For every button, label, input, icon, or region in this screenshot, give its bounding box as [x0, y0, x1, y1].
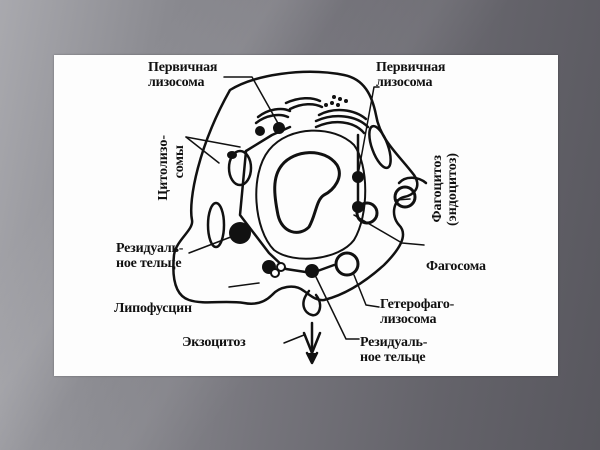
- label-exocytosis: Экзоцитоз: [182, 335, 246, 350]
- label-endocytosis: (эндоцитоз): [445, 153, 460, 226]
- label-cytolysosomes: Цитолизо-: [156, 135, 171, 201]
- cell-diagram: [172, 70, 428, 365]
- label-cytolysosomes-2: сомы: [172, 145, 187, 179]
- diagram-card: Первичная лизосома Первичная лизосома Ци…: [54, 55, 558, 376]
- label-residual-body-left: Резидуаль- ное тельце: [116, 241, 184, 271]
- label-primary-lysosome-left: Первичная лизосома: [148, 60, 218, 90]
- label-phagocytosis: Фагоцитоз: [430, 155, 445, 223]
- label-lipofuscin: Липофусцин: [114, 301, 192, 316]
- label-residual-body-bottom: Резидуаль- ное тельце: [360, 335, 428, 365]
- label-phagosome: Фагосома: [426, 259, 486, 274]
- label-primary-lysosome-right: Первичная лизосома: [376, 60, 446, 90]
- label-heterophagolysosome: Гетерофаго- лизосома: [380, 297, 455, 327]
- cell-membrane: [172, 70, 419, 305]
- nuclear-envelope: [255, 129, 367, 260]
- nucleus: [273, 151, 341, 234]
